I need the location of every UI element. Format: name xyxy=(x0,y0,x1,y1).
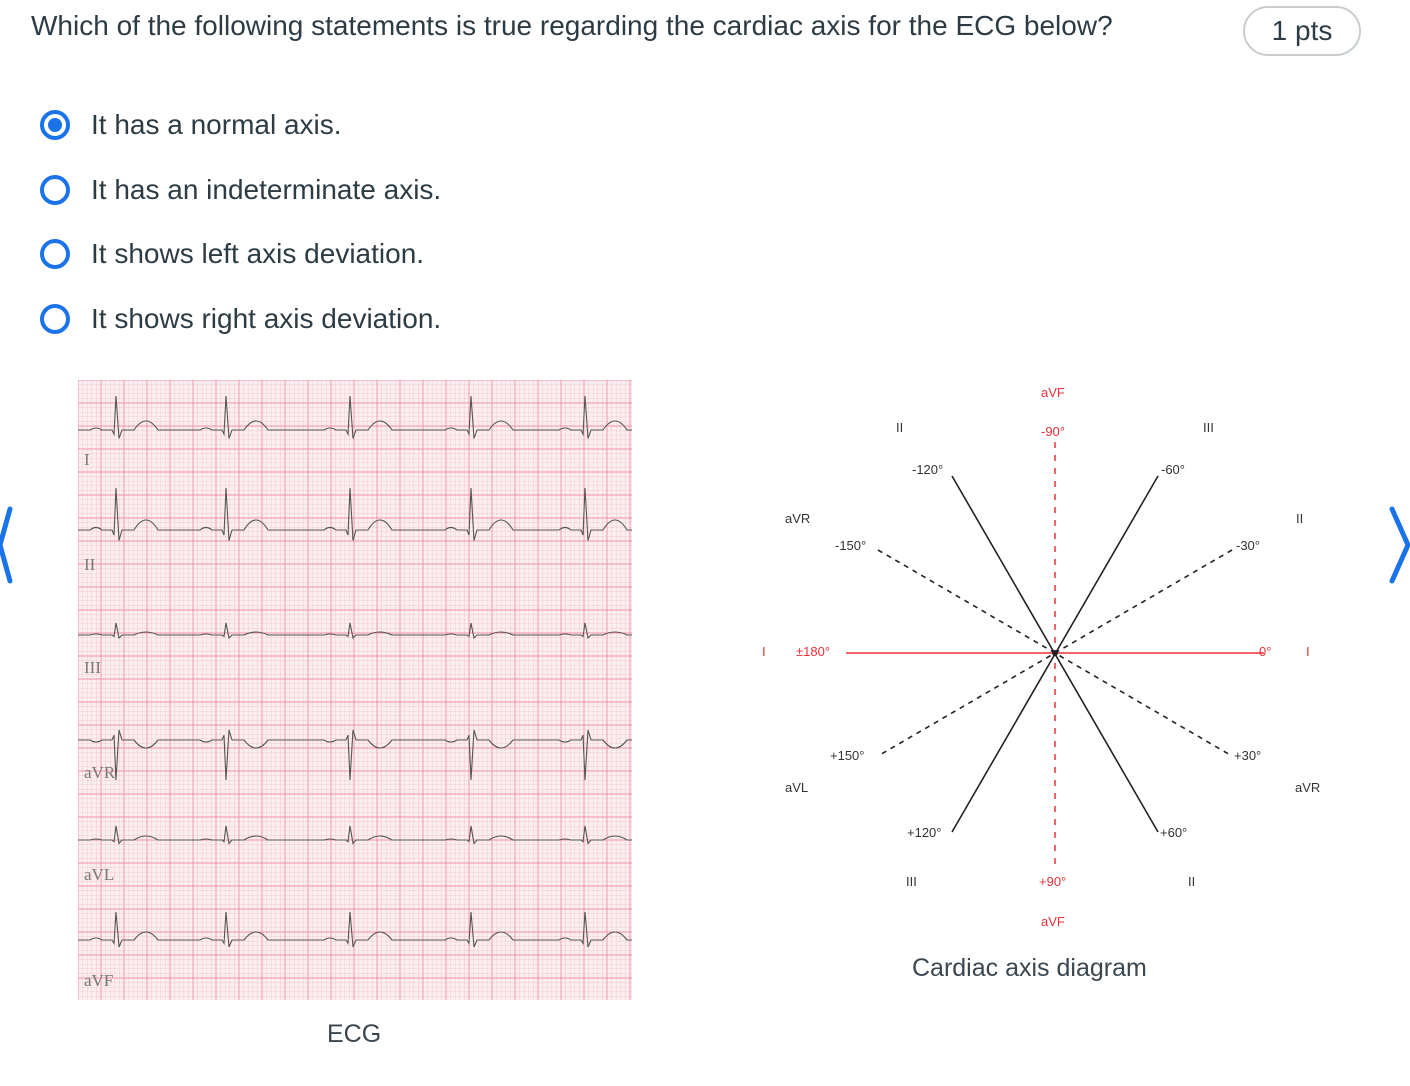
label-plus150: +150° xyxy=(830,748,864,763)
cardiac-axis-diagram: aVF -90° II III -120° -60° aVR II -150° … xyxy=(762,385,1320,929)
label-avr-left: aVR xyxy=(785,511,810,526)
next-arrow-icon[interactable] xyxy=(1388,505,1410,585)
label-minus120: -120° xyxy=(912,462,943,477)
ecg-trace-i xyxy=(78,395,632,439)
ecg-lead-label: aVF xyxy=(84,971,113,990)
label-avf-bottom: aVF xyxy=(1041,914,1065,929)
ecg-trace-avl xyxy=(78,825,632,845)
ecg-trace-avr xyxy=(78,729,632,781)
option-label: It has a normal axis. xyxy=(91,109,342,141)
ecg-trace-avf xyxy=(78,911,632,948)
label-i-right: I xyxy=(1306,644,1310,659)
axis-diagram-caption: Cardiac axis diagram xyxy=(912,954,1147,982)
label-zero: 0° xyxy=(1259,644,1271,659)
option-label: It has an indeterminate axis. xyxy=(91,173,442,205)
label-ii-bottom: II xyxy=(1188,874,1195,889)
points-badge: 1 pts xyxy=(1243,6,1361,56)
label-minus150: -150° xyxy=(835,538,866,553)
label-avl-left: aVL xyxy=(785,780,808,795)
label-plus90: +90° xyxy=(1039,874,1066,889)
label-minus30: -30° xyxy=(1236,538,1260,553)
label-avf-top: aVF xyxy=(1041,385,1065,400)
ecg-lead-label: II xyxy=(84,555,96,574)
label-ii-right: II xyxy=(1296,511,1303,526)
radio-selected-icon[interactable] xyxy=(40,110,70,141)
radio-icon[interactable] xyxy=(40,303,70,334)
question-text: Which of the following statements is tru… xyxy=(31,10,1113,41)
ecg-lead-label: aVL xyxy=(84,865,114,884)
option-left-axis-deviation[interactable]: It shows left axis deviation. xyxy=(38,222,441,287)
ecg-lead-label: III xyxy=(84,658,101,677)
label-ii-top: II xyxy=(896,420,903,435)
ecg-trace-iii xyxy=(78,622,632,640)
ecg-caption: ECG xyxy=(327,1020,382,1048)
label-plus120: +120° xyxy=(907,825,941,840)
label-iii-top: III xyxy=(1203,420,1214,435)
label-plus30: +30° xyxy=(1234,748,1261,763)
option-label: It shows right axis deviation. xyxy=(91,302,442,334)
option-indeterminate-axis[interactable]: It has an indeterminate axis. xyxy=(38,158,441,223)
answer-options: It has a normal axis. It has an indeterm… xyxy=(38,93,441,351)
label-pm180: ±180° xyxy=(796,644,830,659)
label-minus60: -60° xyxy=(1161,462,1185,477)
option-right-axis-deviation[interactable]: It shows right axis deviation. xyxy=(38,287,441,352)
label-i-left: I xyxy=(762,644,766,659)
option-label: It shows left axis deviation. xyxy=(91,238,425,270)
option-normal-axis[interactable]: It has a normal axis. xyxy=(38,93,441,158)
label-plus60: +60° xyxy=(1160,825,1187,840)
label-minus90: -90° xyxy=(1041,424,1065,439)
ecg-lead-label: I xyxy=(84,450,90,469)
previous-arrow-icon[interactable] xyxy=(0,505,14,585)
label-avr-right: aVR xyxy=(1295,780,1320,795)
radio-icon[interactable] xyxy=(40,174,70,205)
ecg-trace-ii xyxy=(78,487,632,541)
ecg-lead-label: aVR xyxy=(84,763,116,782)
label-iii-bottom: III xyxy=(906,874,917,889)
radio-icon[interactable] xyxy=(40,239,70,270)
